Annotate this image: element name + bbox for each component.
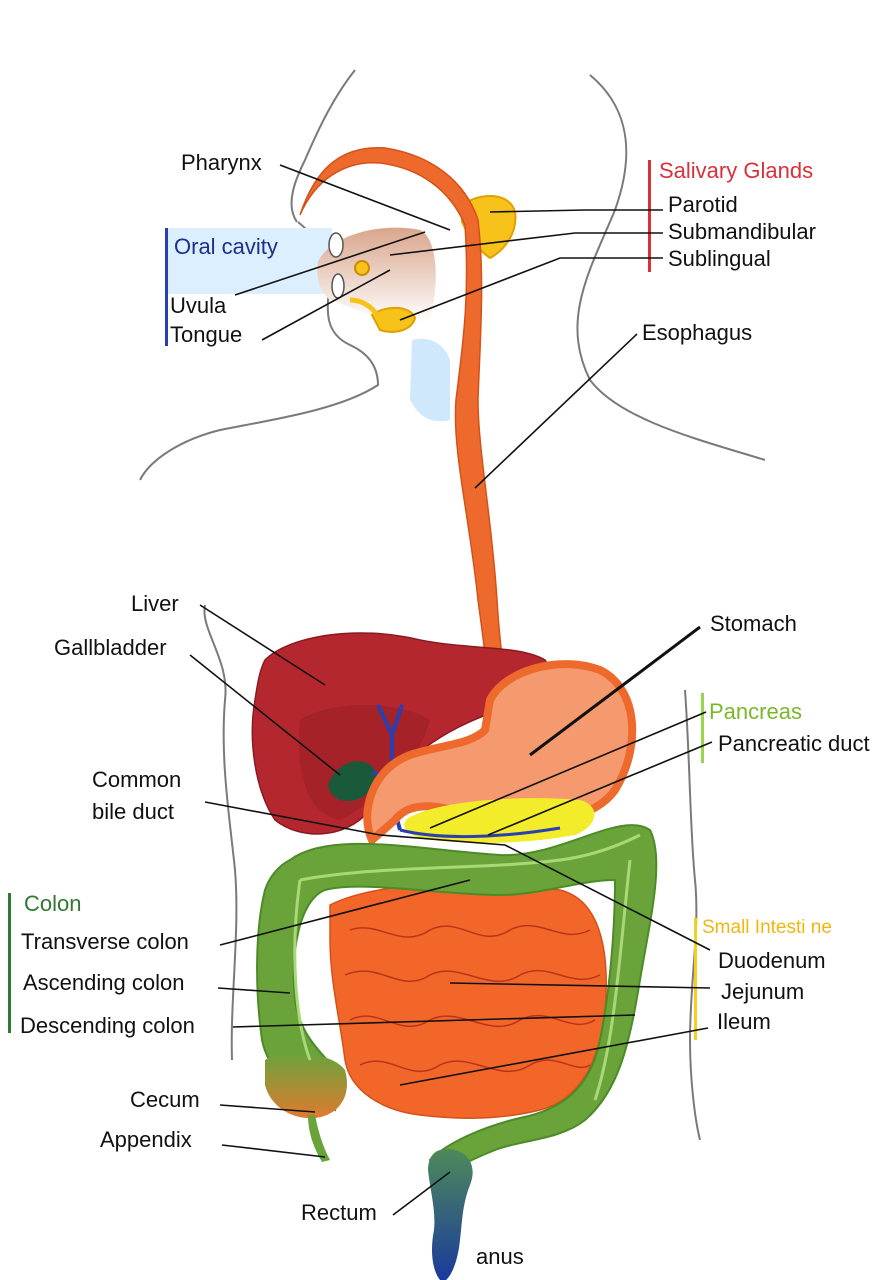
tooth-upper [328, 232, 344, 258]
tooth-lower [331, 273, 345, 299]
appendix-shape [308, 1115, 330, 1162]
rectum-shape [428, 1149, 473, 1280]
jejunum-label: Jejunum [721, 979, 805, 1004]
small-intestine [329, 883, 607, 1120]
colon-bar [8, 893, 11, 1033]
cecum-shape [265, 1053, 347, 1119]
oral-cavity-bar [165, 228, 168, 346]
tongue-shape [317, 227, 436, 323]
transverse-colon-label: Transverse colon [21, 929, 189, 954]
oral-cavity-highlight [167, 228, 332, 294]
pancreatic-duct [399, 826, 561, 839]
salivary-glands-label: Salivary Glands [659, 158, 814, 183]
leader-lines [189, 164, 713, 1216]
submandibular-gland [370, 306, 417, 333]
gallbladder-label: Gallbladder [54, 635, 167, 660]
intestine-folds [344, 924, 601, 1072]
tongue-label: Tongue [170, 322, 243, 347]
descending-colon-label: Descending colon [20, 1013, 195, 1038]
anus-label: anus [476, 1244, 524, 1269]
pharynx-label: Pharynx [181, 150, 262, 175]
ileum-label: Ileum [717, 1009, 771, 1034]
appendix-label: Appendix [100, 1127, 192, 1152]
taenia-lines [293, 833, 641, 1101]
ascending-colon-label: Ascending colon [23, 970, 185, 995]
common-bile-duct-label-line1: Common [92, 767, 182, 792]
stomach-label: Stomach [710, 611, 797, 636]
small-intestine-label: Small Intesti ne [702, 917, 832, 938]
cecum-label: Cecum [130, 1087, 200, 1112]
salivary-bar [648, 160, 651, 272]
sublingual-gland [354, 260, 370, 276]
pancreas-bar [701, 693, 704, 763]
oral-cavity-label: Oral cavity [174, 234, 278, 259]
small-intestine-bar [694, 918, 697, 1040]
gallbladder-shape [328, 761, 376, 801]
rectum-label: Rectum [301, 1200, 377, 1225]
pancreas-label: Pancreas [709, 699, 802, 724]
esophagus-label: Esophagus [642, 320, 753, 345]
trachea [410, 338, 450, 422]
pancreas-shape [404, 798, 595, 843]
sublingual-label: Sublingual [668, 246, 771, 271]
common-bile-duct-label-line2: bile duct [92, 799, 174, 824]
liver-label: Liver [131, 591, 179, 616]
parotid-label: Parotid [668, 192, 738, 217]
submandibular-label: Submandibular [668, 219, 816, 244]
duodenum-label: Duodenum [718, 948, 826, 973]
sublingual-duct [349, 297, 381, 320]
pancreatic-duct-label: Pancreatic duct [718, 731, 870, 756]
uvula-label: Uvula [170, 293, 227, 318]
colon-label: Colon [24, 891, 82, 916]
